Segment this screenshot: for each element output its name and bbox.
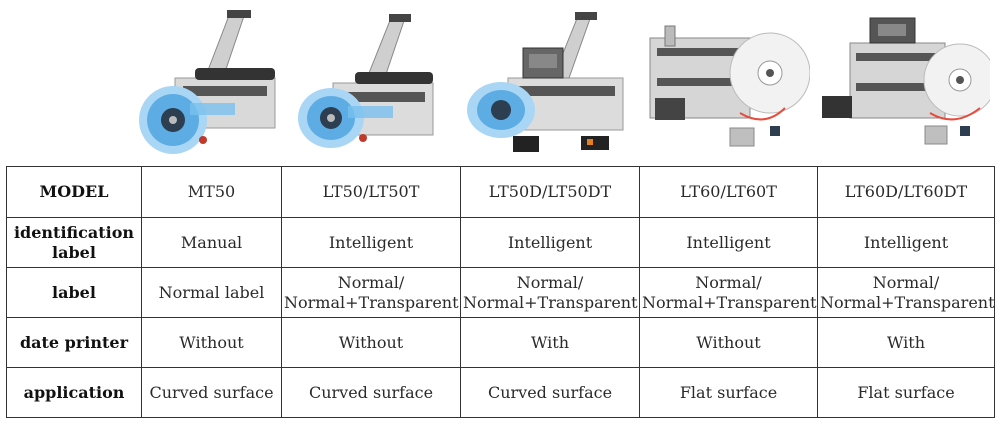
table-cell: Without (141, 317, 282, 368)
table-cell: With (817, 317, 995, 368)
cell-text: Without (696, 332, 761, 352)
table-cell: MT50 (141, 166, 282, 218)
cell-text: LT60D/LT60DT (844, 182, 968, 201)
row-header: date printer (6, 317, 142, 368)
row-header-text: date printer (19, 332, 129, 352)
table-cell: Intelligent (281, 217, 461, 268)
cell-text: Normal label (158, 282, 265, 302)
table-cell: Intelligent (817, 217, 995, 268)
row-header-text: application (23, 382, 125, 402)
machine-image-lt50d (463, 8, 638, 158)
machine-image-lt50 (293, 8, 443, 158)
table-cell: Flat surface (639, 367, 818, 418)
table-cell: Flat surface (817, 367, 995, 418)
cell-text: Normal/ (337, 272, 405, 292)
cell-text: Normal/ (516, 272, 584, 292)
cell-text: Without (338, 332, 404, 352)
table-cell: Normal/Normal+Transparent (460, 267, 640, 318)
row-header: label (6, 267, 142, 318)
table-cell: LT60D/LT60DT (817, 166, 995, 218)
cell-text: LT50/LT50T (322, 182, 420, 201)
table-cell: Normal label (141, 267, 282, 318)
cell-text: Normal+Transparent (820, 292, 995, 312)
label-row: label Normal label Normal/Normal+Transpare… (6, 267, 995, 318)
cell-text: Normal+Transparent (284, 292, 459, 312)
table-cell: Without (281, 317, 461, 368)
table-cell: Intelligent (639, 217, 818, 268)
table-cell: Manual (141, 217, 282, 268)
table-cell: Curved surface (141, 367, 282, 418)
cell-text: Intelligent (507, 232, 593, 252)
table-cell: Normal/Normal+Transparent (281, 267, 461, 318)
cell-text: Flat surface (857, 382, 955, 402)
cell-text: Manual (180, 232, 243, 252)
cell-text: MT50 (187, 182, 236, 201)
table-cell: LT60/LT60T (639, 166, 818, 218)
table-cell: LT50/LT50T (281, 166, 461, 218)
product-images-row (0, 0, 1000, 160)
table-cell: Normal/Normal+Transparent (817, 267, 995, 318)
cell-text: Intelligent (328, 232, 414, 252)
cell-text: Curved surface (149, 382, 274, 402)
row-header-text: label (52, 242, 96, 262)
table-cell: Normal/Normal+Transparent (639, 267, 818, 318)
machine-image-lt60d (820, 8, 990, 158)
date-printer-row: date printer Without Without With Without Wit… (6, 317, 995, 368)
table-cell: With (460, 317, 640, 368)
row-header: application (6, 367, 142, 418)
cell-text: Intelligent (863, 232, 949, 252)
table-cell: Without (639, 317, 818, 368)
cell-text: With (530, 332, 569, 352)
cell-text: Curved surface (487, 382, 613, 402)
spec-comparison-table: MODEL MT50 LT50/LT50T LT50D/LT50DT LT60/LT60… (6, 166, 995, 418)
cell-text: Flat surface (679, 382, 778, 402)
machine-image-lt60 (645, 8, 810, 158)
table-cell: Intelligent (460, 217, 640, 268)
row-header: MODEL (6, 166, 142, 218)
cell-text: Curved surface (308, 382, 434, 402)
row-header-text: label (52, 282, 96, 302)
machine-image-mt50 (135, 8, 285, 158)
row-header-text: MODEL (39, 182, 109, 201)
cell-text: Normal+Transparent (463, 292, 638, 312)
cell-text: Normal/ (872, 272, 940, 292)
table-cell: LT50D/LT50DT (460, 166, 640, 218)
table-cell: Curved surface (460, 367, 640, 418)
cell-text: Normal/ (695, 272, 762, 292)
cell-text: LT60/LT60T (680, 182, 777, 201)
cell-text: Without (179, 332, 244, 352)
cell-text: Normal+Transparent (642, 292, 817, 312)
row-header-text: identification (13, 222, 135, 242)
table-cell: Curved surface (281, 367, 461, 418)
cell-text: LT50D/LT50DT (488, 182, 612, 201)
model-row: MODEL MT50 LT50/LT50T LT50D/LT50DT LT60/LT60… (6, 166, 995, 218)
cell-text: With (886, 332, 925, 352)
cell-text: Intelligent (686, 232, 771, 252)
application-row: application Curved surface Curved surface C… (6, 367, 995, 418)
